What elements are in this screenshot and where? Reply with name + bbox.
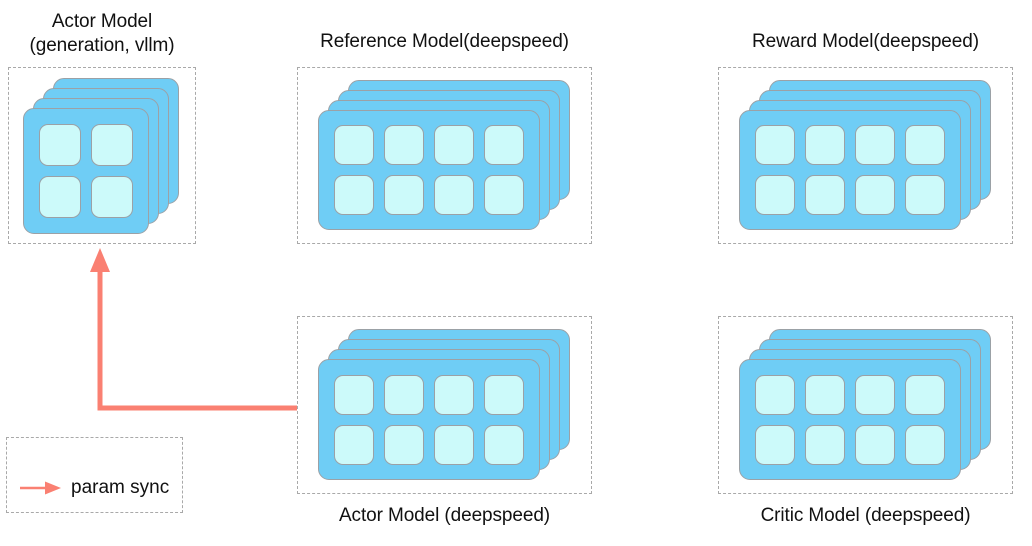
card-cell	[805, 374, 845, 415]
card-cell	[855, 374, 895, 415]
card-cell	[434, 374, 474, 415]
card-cell	[91, 176, 133, 218]
card-cell	[334, 175, 374, 215]
param-sync-arrow-line	[97, 266, 297, 411]
card-cell	[855, 424, 895, 465]
group-box-critic-model	[718, 316, 1013, 494]
card-cell	[39, 176, 81, 218]
card-front-critic-model	[739, 359, 961, 480]
card-cell	[905, 175, 945, 215]
card-cell	[484, 125, 524, 165]
card-front-actor-deepspeed	[318, 359, 540, 480]
card-cell	[805, 424, 845, 465]
card-cell	[384, 424, 424, 465]
card-cell	[91, 124, 133, 166]
card-cell	[384, 175, 424, 215]
legend-item-param-sync: param sync	[7, 477, 169, 499]
card-cell	[484, 424, 524, 465]
legend-label-param-sync: param sync	[71, 477, 170, 498]
card-cell	[434, 125, 474, 165]
card-cell	[805, 125, 845, 165]
group-title-actor-generation: Actor Model (generation, vllm)	[29, 11, 175, 56]
group-box-reference-model	[297, 67, 592, 244]
card-cell	[434, 175, 474, 215]
group-box-actor-generation	[8, 67, 196, 244]
card-cell	[905, 374, 945, 415]
card-cell	[384, 374, 424, 415]
card-front-reference-model	[318, 110, 540, 230]
card-cell	[855, 125, 895, 165]
card-cell	[334, 424, 374, 465]
group-title-reference-model: Reference Model(deepspeed)	[320, 31, 569, 52]
group-title-critic-model: Critic Model (deepspeed)	[760, 505, 971, 526]
card-cell	[484, 374, 524, 415]
card-cell	[39, 124, 81, 166]
card-cell	[855, 175, 895, 215]
card-cell	[755, 175, 795, 215]
param-sync-arrowhead-icon	[90, 248, 110, 272]
card-cell	[334, 125, 374, 165]
group-box-actor-deepspeed	[297, 316, 592, 494]
card-front-reward-model	[739, 110, 961, 230]
card-cell	[755, 374, 795, 415]
card-cell	[484, 175, 524, 215]
card-cell	[434, 424, 474, 465]
legend-box: param sync	[6, 437, 183, 513]
right-arrow-icon	[20, 481, 61, 495]
card-cell	[755, 125, 795, 165]
card-cell	[905, 125, 945, 165]
card-cell	[755, 424, 795, 465]
card-front-actor-generation	[23, 108, 149, 234]
group-title-reward-model: Reward Model(deepspeed)	[752, 31, 979, 52]
group-title-actor-deepspeed: Actor Model (deepspeed)	[338, 505, 551, 526]
card-cell	[805, 175, 845, 215]
card-cell	[334, 374, 374, 415]
group-box-reward-model	[718, 67, 1013, 244]
card-cell	[905, 424, 945, 465]
card-cell	[384, 125, 424, 165]
